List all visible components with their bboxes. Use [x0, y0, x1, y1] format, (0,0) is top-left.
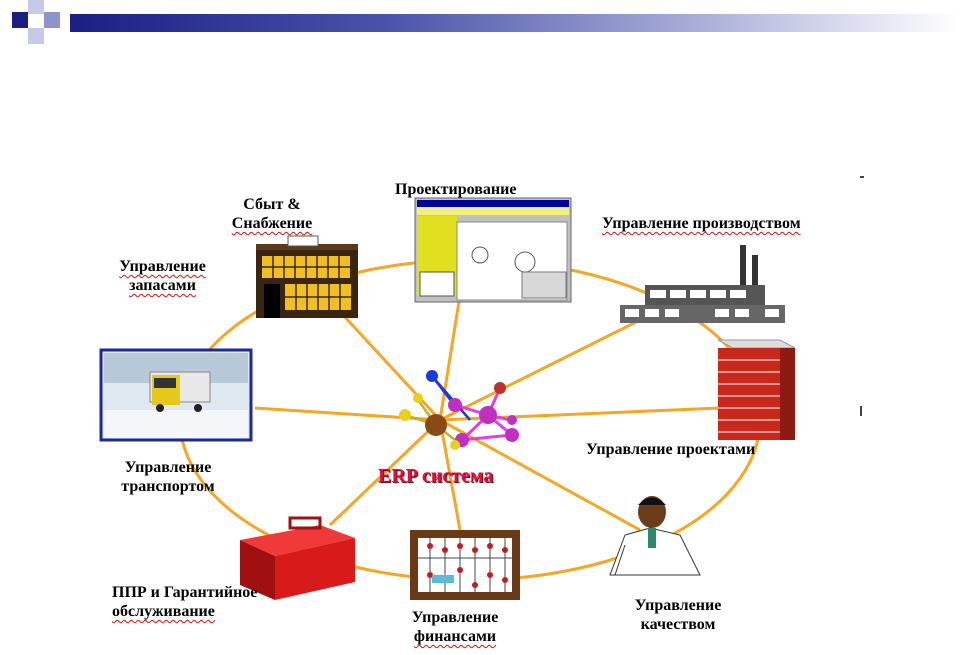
brick-chimney-icon: [717, 339, 796, 440]
transport-label-line2: транспортом: [121, 478, 215, 495]
toolbox-icon: [240, 516, 355, 600]
design-label: Проектирование: [395, 181, 517, 198]
production-label: Управление производством: [602, 215, 801, 232]
quality-inspector-icon: [609, 496, 701, 576]
edge-mark: [860, 406, 862, 416]
molecule-icon: [399, 370, 519, 450]
slide-header-decoration: [0, 0, 960, 48]
projects-label: Управление проектами: [586, 441, 756, 458]
quality-label: Управление качеством: [618, 596, 738, 634]
maintenance-label-line2: обслуживание: [112, 603, 215, 620]
quality-label-line2: качеством: [640, 616, 716, 633]
factory-icon: [620, 245, 785, 323]
inventory-label-line2: запасами: [129, 277, 196, 294]
sales-label: Сбыт & Снабжение: [222, 195, 322, 233]
design-screenshot-icon: [414, 197, 572, 303]
finance-label-line2: финансами: [413, 628, 497, 645]
truck-photo-icon: [99, 348, 253, 442]
sales-label-line1: Сбыт &: [243, 196, 301, 213]
maintenance-label-line1: ППР и Гарантийное: [112, 584, 258, 601]
maintenance-label: ППР и Гарантийное обслуживание: [112, 583, 257, 621]
sales-label-line2: Снабжение: [231, 215, 313, 232]
quality-label-line1: Управление: [634, 597, 722, 614]
finance-label-line1: Управление: [411, 609, 499, 626]
finance-label: Управление финансами: [395, 608, 515, 646]
transport-label-line1: Управление: [124, 459, 212, 476]
inventory-label-line1: Управление: [119, 258, 206, 275]
erp-system-label: ERP система: [378, 465, 494, 487]
abacus-icon: [410, 530, 520, 600]
sales-building-icon: [256, 235, 358, 318]
transport-label: Управление транспортом: [108, 458, 228, 496]
edge-mark: [860, 176, 864, 178]
inventory-label: Управление запасами: [105, 257, 220, 295]
